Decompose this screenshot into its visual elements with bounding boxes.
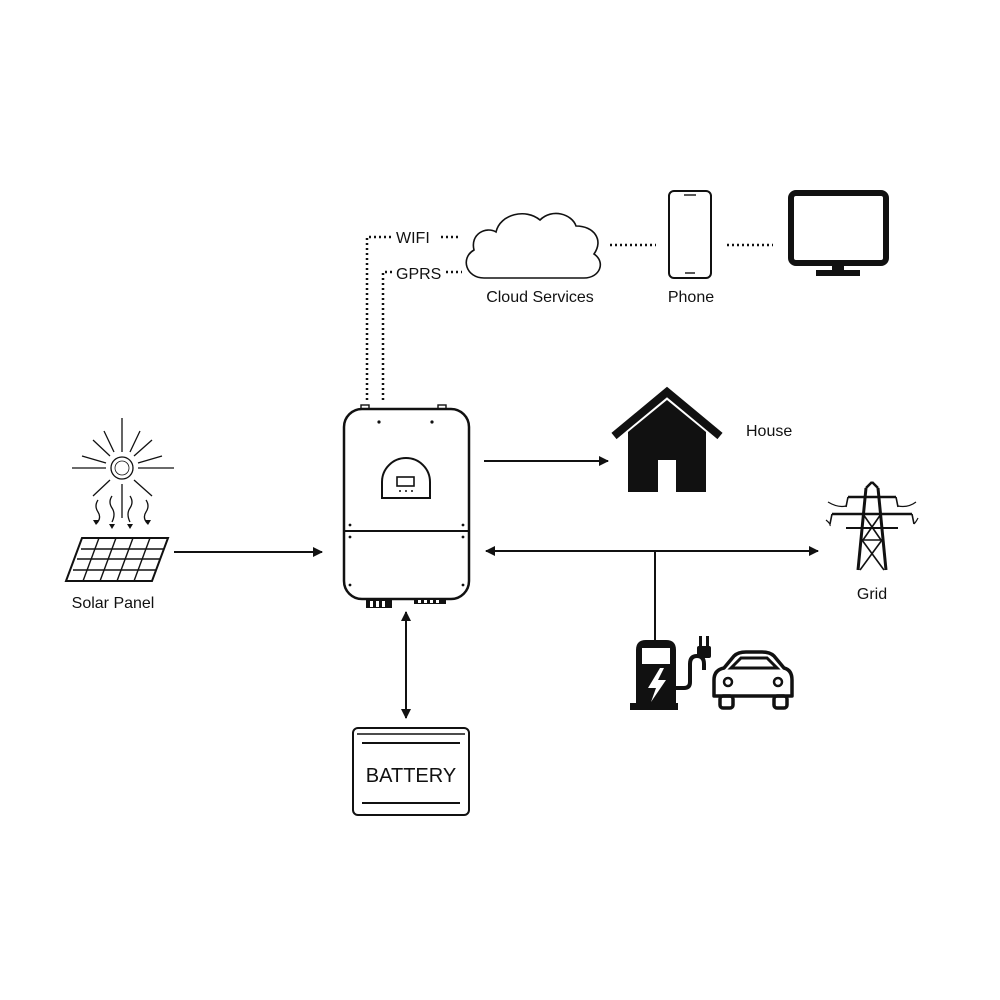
solar-panel-label: Solar Panel — [72, 595, 155, 612]
battery-label: BATTERY — [366, 765, 456, 787]
solar-panel-icon — [64, 537, 170, 582]
house-label: House — [746, 423, 792, 440]
phone-label: Phone — [668, 289, 714, 306]
inverter-icon — [342, 404, 471, 608]
ev-charger-icon — [630, 636, 711, 710]
gprs-label: GPRS — [396, 266, 441, 283]
cloud-label: Cloud Services — [486, 289, 594, 306]
wifi-label: WIFI — [396, 230, 430, 247]
gprs-link — [381, 270, 462, 400]
power-tower-icon — [825, 481, 919, 571]
wifi-link — [365, 235, 460, 400]
house-icon — [611, 386, 723, 492]
monitor-icon — [788, 190, 889, 276]
grid-label: Grid — [857, 586, 887, 603]
heat-arrows — [93, 520, 151, 529]
battery-icon — [352, 727, 470, 816]
car-icon — [712, 650, 794, 710]
cloud-icon — [465, 212, 602, 279]
sun-icon — [72, 418, 174, 525]
smartphone-icon — [668, 190, 712, 279]
